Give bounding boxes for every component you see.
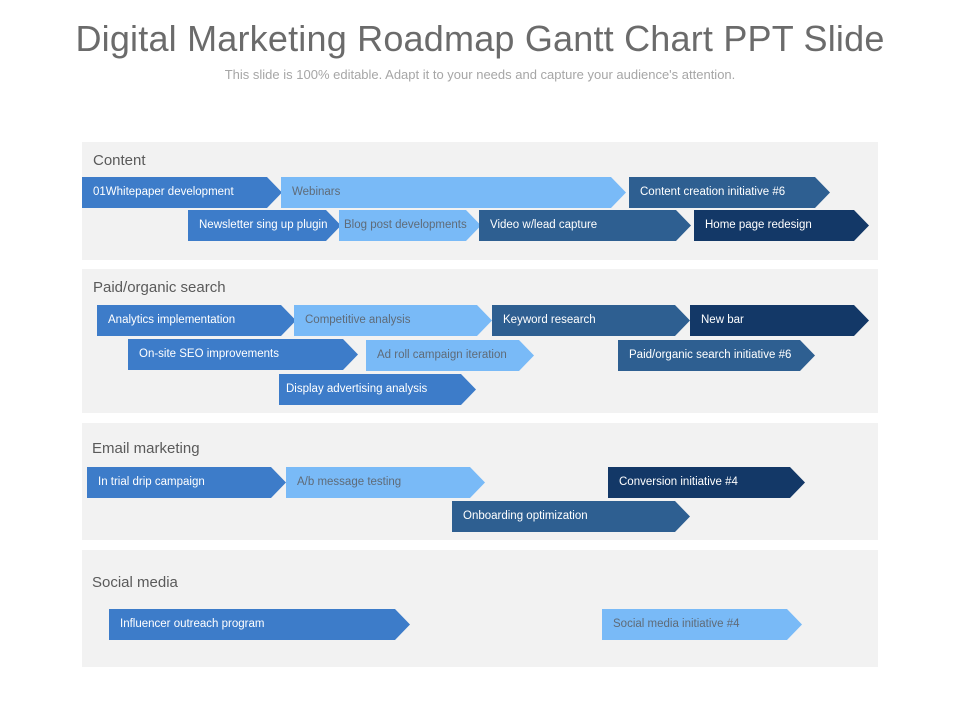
bar-whitepaper-development: 01Whitepaper development (82, 177, 282, 208)
bar-display-advertising-analysis: Display advertising analysis (279, 374, 476, 405)
bar-influencer-outreach-program: Influencer outreach program (109, 609, 410, 640)
bar-video-lead-capture: Video w/lead capture (479, 210, 691, 241)
bar-keyword-research: Keyword research (492, 305, 690, 336)
bar-new-bar: New bar (690, 305, 869, 336)
bar-social-media-initiative: Social media initiative #4 (602, 609, 802, 640)
bar-onsite-seo-improvements: On-site SEO improvements (128, 339, 358, 370)
bar-blog-post-developments: Blog post developments (339, 210, 481, 241)
bar-paid-organic-search-initiative: Paid/organic search initiative #6 (618, 340, 815, 371)
bar-content-creation-initiative: Content creation initiative #6 (629, 177, 830, 208)
bar-ab-message-testing: A/b message testing (286, 467, 485, 498)
section-content-label: Content (93, 152, 146, 169)
section-search-label: Paid/organic search (93, 279, 226, 296)
section-social-panel (82, 550, 878, 667)
bar-ad-roll-campaign-iteration: Ad roll campaign iteration (366, 340, 534, 371)
bar-trial-drip-campaign: In trial drip campaign (87, 467, 286, 498)
bar-newsletter-signup-plugin: Newsletter sing up plugin (188, 210, 341, 241)
bar-webinars: Webinars (281, 177, 626, 208)
bar-onboarding-optimization: Onboarding optimization (452, 501, 690, 532)
bar-competitive-analysis: Competitive analysis (294, 305, 492, 336)
bar-home-page-redesign: Home page redesign (694, 210, 869, 241)
bar-analytics-implementation: Analytics implementation (97, 305, 296, 336)
section-email-label: Email marketing (92, 440, 200, 457)
slide-subtitle: This slide is 100% editable. Adapt it to… (224, 67, 736, 82)
slide-title: Digital Marketing Roadmap Gantt Chart PP… (75, 18, 885, 59)
bar-conversion-initiative: Conversion initiative #4 (608, 467, 805, 498)
section-social-label: Social media (92, 574, 178, 591)
